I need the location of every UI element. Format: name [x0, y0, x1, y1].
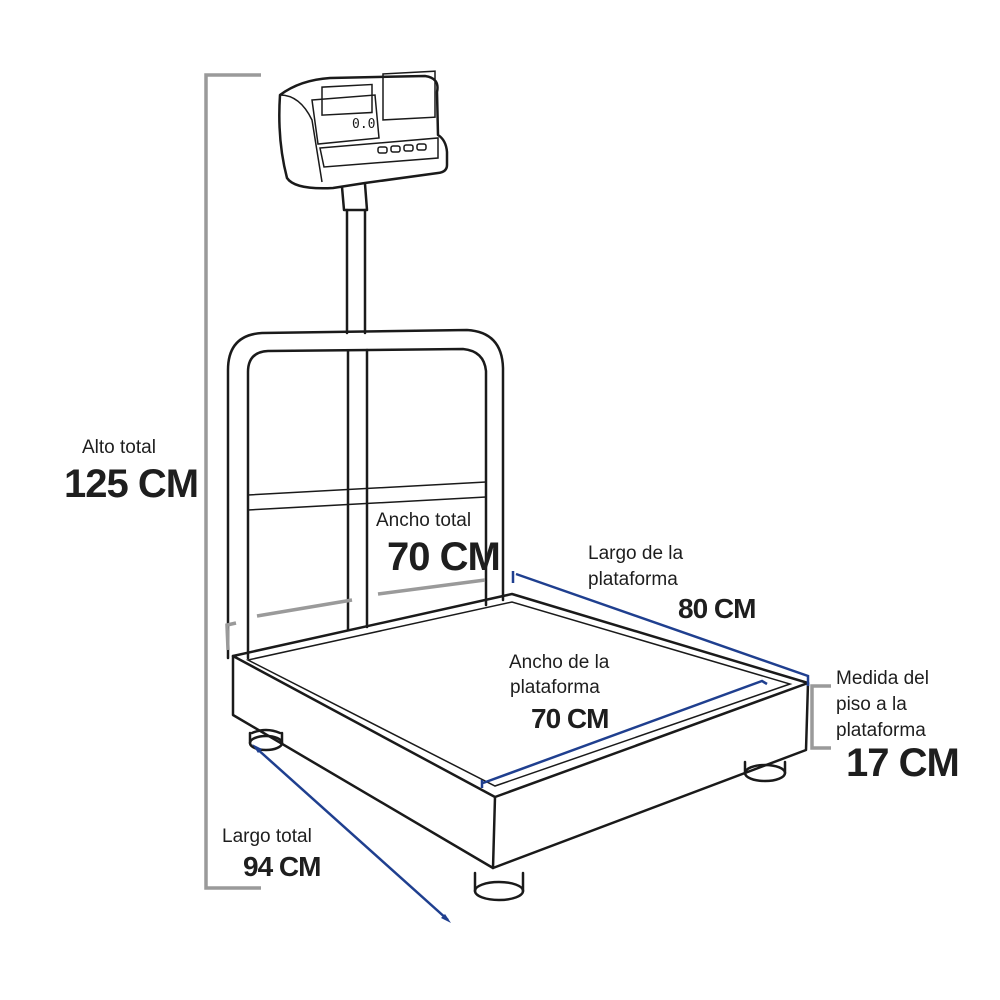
- total-height-bracket: [204, 73, 261, 890]
- alto-total-value: 125 CM: [64, 462, 198, 506]
- medida-piso-value: 17 CM: [846, 741, 959, 785]
- largo-plataforma-value: 80 CM: [678, 593, 755, 624]
- foot-right: [743, 760, 787, 783]
- total-length-arrow-start: [252, 744, 262, 753]
- medida-piso-label-2: piso a la: [836, 694, 907, 715]
- platform-front-left: [231, 654, 497, 870]
- indicator-back: [278, 74, 449, 190]
- indicator-front-bezel: [311, 94, 380, 145]
- indicator-mount: [340, 182, 369, 212]
- foot-front: [473, 871, 525, 902]
- total-length-arrow-end: [441, 914, 451, 923]
- foot-left: [248, 728, 284, 752]
- column: [345, 208, 367, 335]
- ancho-plataforma-value: 70 CM: [531, 703, 608, 734]
- platform-length-line: [511, 571, 810, 686]
- handrail-frame: [226, 328, 505, 660]
- total-width-tick-left: [225, 621, 237, 651]
- platform-inner-edge: [245, 601, 793, 787]
- ancho-total-label: Ancho total: [376, 510, 471, 531]
- keypad-buttons: [377, 143, 427, 154]
- total-width-line-right: [377, 578, 486, 596]
- total-width-line-left: [256, 598, 353, 618]
- brand-label: [382, 70, 436, 121]
- floor-to-platform-bracket: [810, 684, 831, 750]
- largo-plataforma-label-1: Largo de la: [588, 543, 684, 564]
- platform-width-line: [480, 679, 768, 788]
- ancho-total-value: 70 CM: [387, 535, 500, 579]
- ancho-plataforma-label-1: Ancho de la: [509, 652, 610, 673]
- largo-plataforma-label-2: plataforma: [588, 569, 678, 590]
- indicator-head: 0.0: [278, 70, 449, 212]
- lcd-screen: [321, 83, 373, 116]
- largo-total-value: 94 CM: [243, 851, 320, 882]
- medida-piso-label-3: plataforma: [836, 720, 926, 741]
- largo-total-label: Largo total: [222, 826, 312, 847]
- keypad-panel: [319, 137, 439, 168]
- platform-front-right: [491, 681, 810, 870]
- indicator-side: [279, 94, 323, 183]
- total-length-line: [254, 746, 449, 921]
- lcd-reading: 0.0: [352, 117, 375, 132]
- medida-piso-label-1: Medida del: [836, 668, 929, 689]
- alto-total-label: Alto total: [82, 437, 156, 458]
- ancho-plataforma-label-2: plataforma: [510, 677, 600, 698]
